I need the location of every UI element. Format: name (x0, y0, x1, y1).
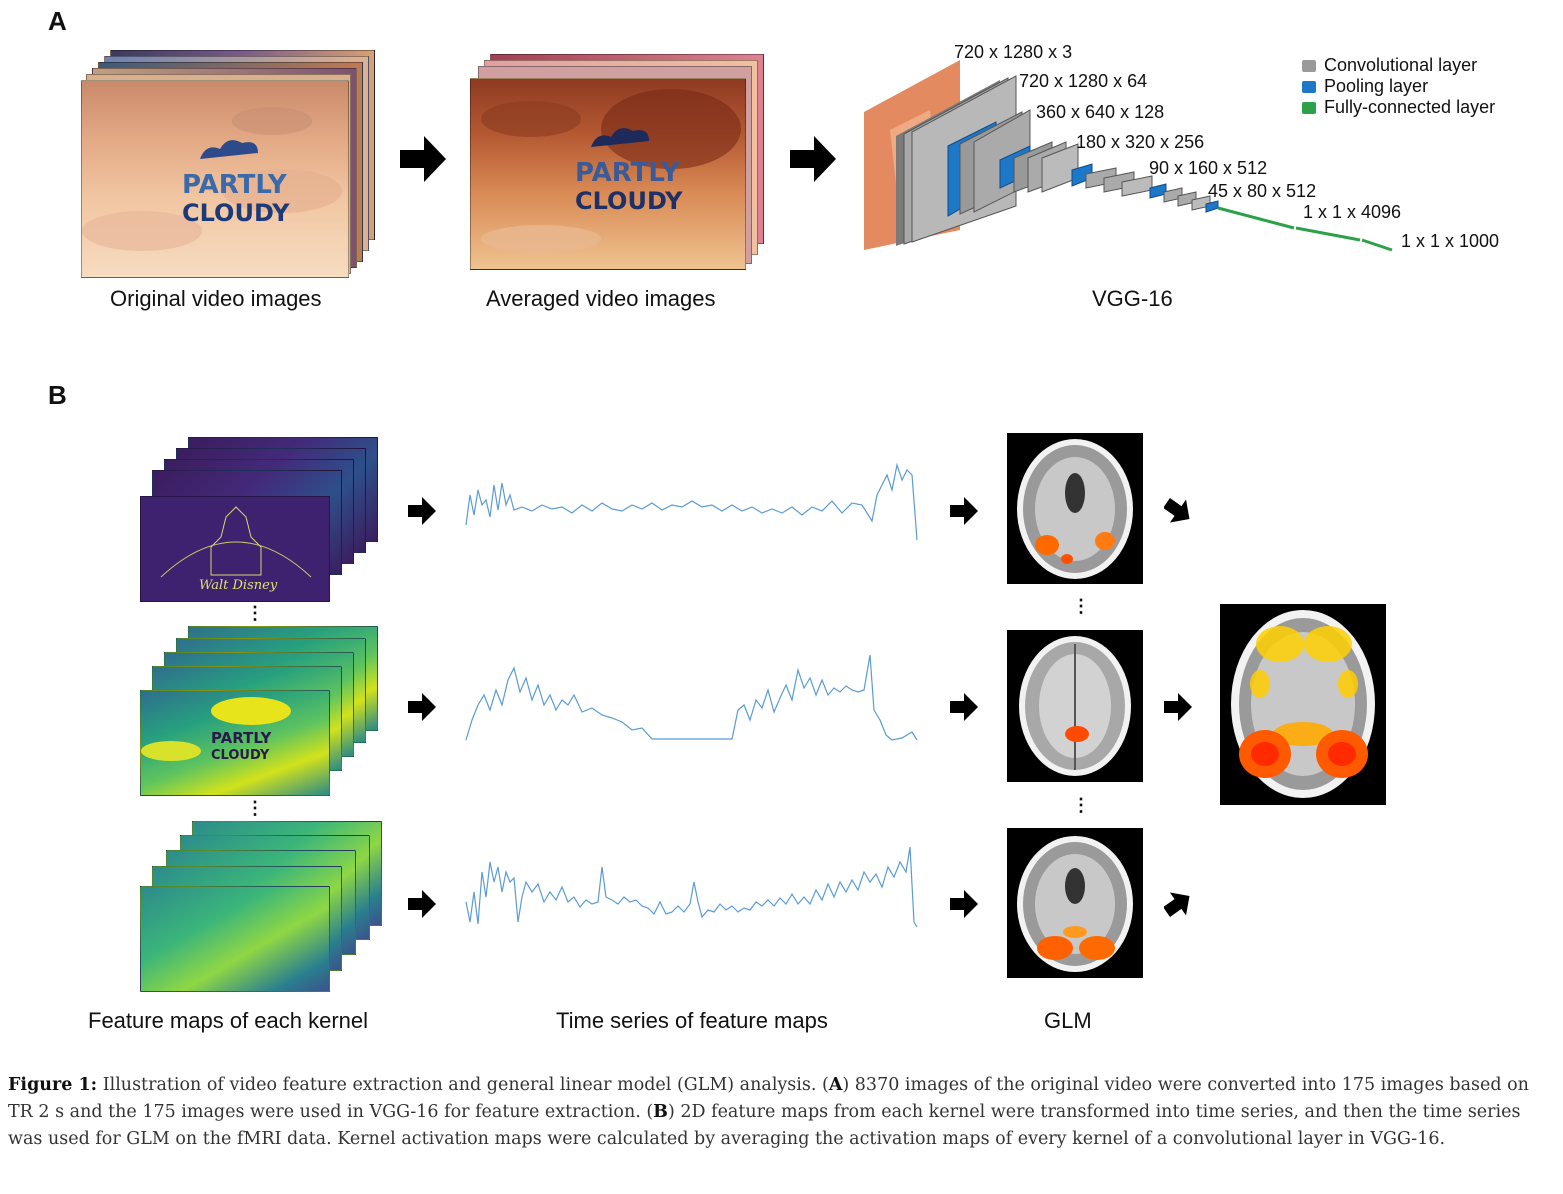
figure-label: Figure 1: (8, 1075, 98, 1095)
vgg16-label: VGG-16 (1092, 286, 1173, 311)
partly-cloudy-logo: PARTLY CLOUDY (82, 107, 342, 251)
panel-b-letter: B (48, 380, 67, 410)
time-series-line (465, 654, 918, 741)
time-series-label: Time series of feature maps (556, 1008, 828, 1033)
legend-item-fully-connected: Fully-connected layer (1302, 97, 1495, 118)
right-arrow-icon (950, 693, 978, 721)
averaged-video-label: Averaged video images (486, 286, 716, 311)
vgg16-diagram (864, 60, 1393, 252)
kernel-activation-map (1220, 604, 1386, 805)
vertical-ellipsis-icon: ⋮ (246, 798, 264, 818)
right-arrow-icon (408, 890, 436, 918)
original-video-label: Original video images (110, 286, 322, 311)
logo-text-1: PARTLY (182, 170, 288, 200)
logo-text-1: PARTLY (575, 158, 681, 188)
video-frame-front: PARTLY CLOUDY (81, 80, 349, 278)
legend-label: Convolutional layer (1324, 55, 1478, 75)
logo-text-2: CLOUDY (575, 187, 683, 215)
layer-dim-6: 45 x 80 x 512 (1208, 181, 1317, 201)
glm-brain-map-3 (1007, 828, 1143, 978)
caption-text-1: Illustration of video feature extraction… (97, 1075, 829, 1095)
gray-cube-icon (1302, 59, 1316, 72)
diagonal-down-arrow-icon (1164, 498, 1190, 523)
logo-text-2: CLOUDY (211, 748, 270, 763)
legend-label: Fully-connected layer (1324, 97, 1496, 117)
glm-brain-map-2 (1007, 630, 1143, 782)
logo-text-2: CLOUDY (182, 199, 290, 227)
time-series-plot-3 (465, 846, 918, 928)
feature-maps-label: Feature maps of each kernel (88, 1008, 369, 1033)
vertical-ellipsis-icon: ⋮ (246, 603, 264, 623)
castle-icon: Walt Disney (160, 506, 312, 593)
right-arrow-icon (790, 136, 836, 182)
time-series-plot-2 (465, 654, 918, 741)
averaged-frame-front: PARTLY CLOUDY (470, 78, 746, 270)
disney-text: Walt Disney (199, 578, 278, 593)
layer-dim-7: 1 x 1 x 4096 (1303, 202, 1402, 222)
caption-text-2: ) 8370 images of the original video were… (8, 1075, 1529, 1122)
green-cube-icon (1302, 101, 1316, 114)
layer-dim-5: 90 x 160 x 512 (1149, 158, 1268, 178)
right-arrow-icon (408, 497, 436, 525)
legend-label: Pooling layer (1324, 76, 1429, 96)
feature-map-front: Walt Disney (140, 496, 330, 602)
glm-brain-map-1 (1007, 433, 1143, 584)
time-series-line (465, 462, 918, 541)
partly-cloudy-logo: PARTLY CLOUDY (481, 89, 741, 253)
time-series-line (465, 846, 918, 928)
legend-item-pooling: Pooling layer (1302, 76, 1495, 97)
feature-map-front (140, 886, 330, 992)
layer-dim-1: 720 x 1280 x 3 (954, 42, 1073, 62)
glm-label: GLM (1044, 1008, 1092, 1033)
layer-dim-8: 1 x 1 x 1000 (1401, 231, 1500, 251)
caption-bold-a: A (828, 1075, 843, 1095)
blue-cube-icon (1302, 80, 1316, 93)
layer-dim-3: 360 x 640 x 128 (1036, 102, 1165, 122)
vertical-ellipsis-icon: ⋮ (1072, 596, 1090, 616)
figure-caption: Figure 1: Illustration of video feature … (8, 1072, 1558, 1153)
layer-dim-2: 720 x 1280 x 64 (1019, 71, 1148, 91)
time-series-plot-1 (465, 462, 918, 541)
legend-item-convolutional: Convolutional layer (1302, 55, 1495, 76)
caption-text-3: ) 2D feature maps from each kernel were … (8, 1102, 1521, 1149)
right-arrow-icon (400, 136, 446, 182)
right-arrow-icon (408, 693, 436, 721)
layer-dim-4: 180 x 320 x 256 (1076, 132, 1205, 152)
diagonal-up-arrow-icon (1164, 892, 1190, 917)
feature-map-front: PARTLY CLOUDY (140, 690, 330, 796)
panel-a-letter: A (48, 6, 67, 36)
right-arrow-icon (950, 497, 978, 525)
right-arrow-icon (1164, 693, 1192, 721)
caption-bold-b: B (653, 1102, 668, 1122)
layer-legend: Convolutional layer Pooling layer Fully-… (1302, 55, 1495, 118)
partly-cloudy-logo: PARTLY CLOUDY (141, 697, 291, 763)
logo-text-1: PARTLY (211, 729, 273, 747)
right-arrow-icon (950, 890, 978, 918)
vertical-ellipsis-icon: ⋮ (1072, 795, 1090, 815)
